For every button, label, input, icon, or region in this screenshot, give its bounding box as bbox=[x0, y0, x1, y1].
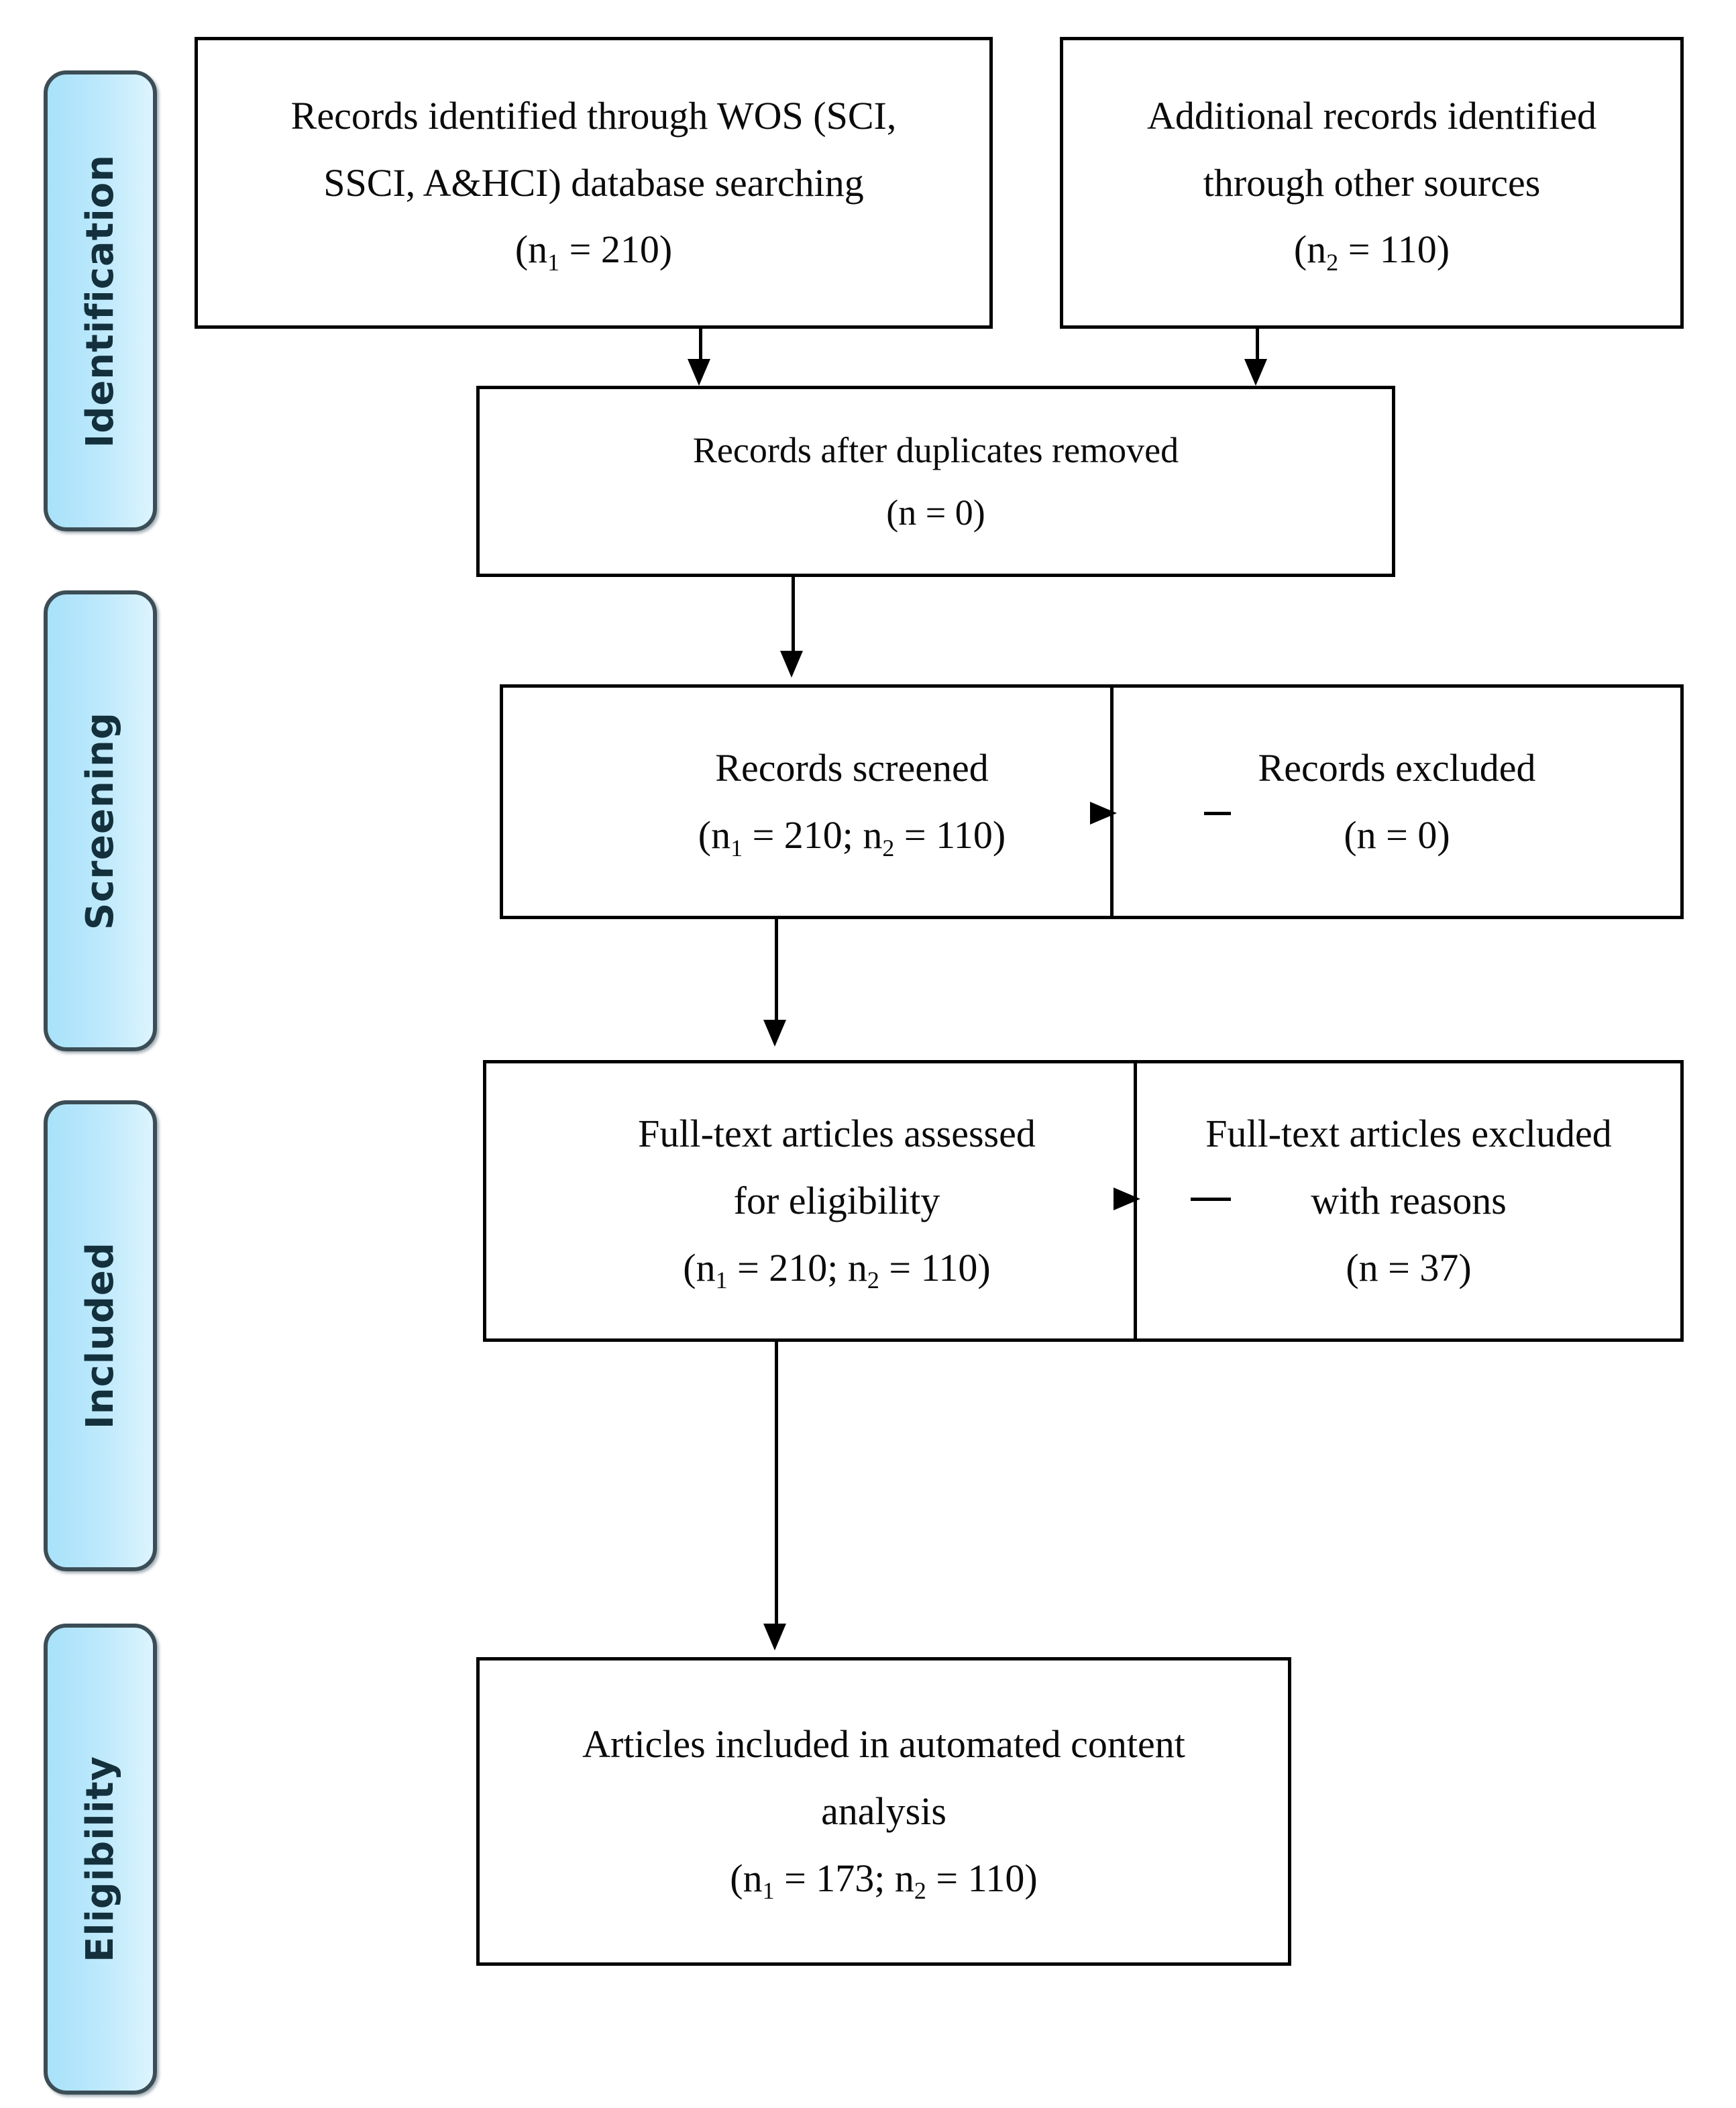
box-additional-records[interactable]: Additional records identified through ot… bbox=[1060, 37, 1684, 329]
wos-count: (n1 = 210) bbox=[514, 227, 673, 276]
other-line-2: through other sources bbox=[1203, 160, 1541, 205]
connector-duplicates-to-screened-arrow bbox=[780, 651, 803, 678]
connector-wos-to-duplicates-arrow bbox=[688, 359, 710, 386]
connector-wos-to-duplicates-line bbox=[699, 329, 702, 362]
wos-line-2: SSCI, A&HCI) database searching bbox=[323, 160, 864, 205]
fulltext-assessed-line-1: Full-text articles assessed bbox=[638, 1112, 1036, 1156]
connector-screened-to-fulltext-line bbox=[775, 919, 778, 1023]
articles-included-count: (n1 = 173; n2 = 110) bbox=[730, 1856, 1038, 1905]
fulltext-excluded-line-1: Full-text articles excluded bbox=[1205, 1112, 1612, 1156]
connector-duplicates-to-screened-line bbox=[792, 577, 795, 654]
duplicates-count: (n = 0) bbox=[886, 492, 985, 533]
stage-tab-screening[interactable]: Screening bbox=[44, 590, 157, 1051]
connector-other-to-duplicates-line bbox=[1256, 329, 1259, 362]
box-fulltext-excluded[interactable]: Full-text articles excluded with reasons… bbox=[1134, 1060, 1684, 1342]
stage-tab-included[interactable]: Included bbox=[44, 1100, 157, 1571]
stage-tab-included-label: Included bbox=[78, 1242, 122, 1430]
box-records-identified-wos[interactable]: Records identified through WOS (SCI, SSC… bbox=[195, 37, 993, 329]
connector-screened-to-excluded-arrow bbox=[1090, 802, 1117, 825]
connector-assessed-to-included-arrow bbox=[763, 1624, 786, 1650]
excluded-line-1: Records excluded bbox=[1258, 746, 1536, 790]
fulltext-excluded-line-2: with reasons bbox=[1311, 1179, 1507, 1223]
box-records-after-duplicates[interactable]: Records after duplicates removed (n = 0) bbox=[476, 386, 1395, 577]
stage-tab-screening-label: Screening bbox=[78, 711, 122, 931]
connector-assessed-to-included-line bbox=[775, 1342, 778, 1627]
articles-included-line-2: analysis bbox=[821, 1789, 946, 1834]
duplicates-line-1: Records after duplicates removed bbox=[692, 429, 1179, 470]
fulltext-assessed-count: (n1 = 210; n2 = 110) bbox=[683, 1245, 991, 1294]
box-fulltext-assessed[interactable]: Full-text articles assessed for eligibil… bbox=[483, 1060, 1191, 1342]
box-records-excluded[interactable]: Records excluded (n = 0) bbox=[1110, 684, 1684, 919]
stage-tab-identification[interactable]: Identification bbox=[44, 70, 157, 531]
connector-other-to-duplicates-arrow bbox=[1244, 359, 1267, 386]
other-count: (n2 = 110) bbox=[1293, 227, 1450, 276]
connector-assessed-to-excluded-line bbox=[1191, 1198, 1231, 1201]
fulltext-excluded-count: (n = 37) bbox=[1346, 1245, 1472, 1289]
connector-assessed-to-excluded-arrow bbox=[1114, 1188, 1140, 1210]
fulltext-assessed-line-2: for eligibility bbox=[733, 1179, 940, 1223]
box-records-screened[interactable]: Records screened (n1 = 210; n2 = 110) bbox=[500, 684, 1204, 919]
stage-tab-identification-label: Identification bbox=[78, 154, 122, 448]
excluded-count: (n = 0) bbox=[1344, 813, 1450, 857]
stage-tab-eligibility[interactable]: Eligibility bbox=[44, 1624, 157, 2095]
box-articles-included[interactable]: Articles included in automated content a… bbox=[476, 1657, 1291, 1966]
wos-line-1: Records identified through WOS (SCI, bbox=[290, 93, 897, 138]
screened-count: (n1 = 210; n2 = 110) bbox=[698, 813, 1006, 861]
screened-line-1: Records screened bbox=[715, 746, 989, 790]
connector-screened-to-excluded-line bbox=[1204, 812, 1231, 815]
articles-included-line-1: Articles included in automated content bbox=[582, 1722, 1185, 1767]
other-line-1: Additional records identified bbox=[1146, 93, 1597, 138]
connector-screened-to-fulltext-arrow bbox=[763, 1020, 786, 1047]
stage-tab-eligibility-label: Eligibility bbox=[78, 1756, 122, 1962]
